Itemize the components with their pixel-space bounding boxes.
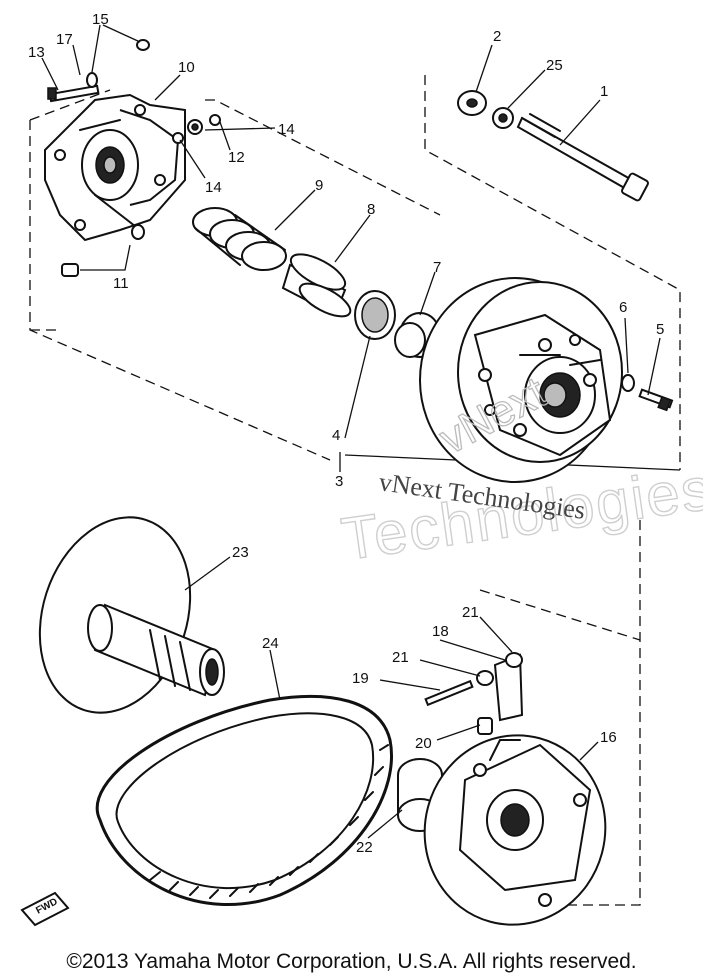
callout-23: 23 [232,544,249,561]
callout-16: 17 [56,31,73,48]
callout-22: 22 [356,839,373,856]
callout-25: 25 [546,57,563,74]
callout-9: 9 [315,177,323,194]
leader-lines [41,24,661,839]
callout-18: 18 [432,623,449,640]
small-hardware [47,39,221,277]
callout-17: 16 [600,729,617,746]
callout-11: 11 [113,275,129,292]
callout-1: 1 [600,83,608,100]
drive-belt [95,694,393,906]
callout-21b: 21 [462,604,479,621]
bushing-ring [354,290,396,340]
callout-19: 20 [415,735,432,752]
callout-14: 14 [278,121,295,138]
callout-12: 12 [228,149,245,166]
spider-housing [44,93,186,242]
callout-24: 24 [262,635,279,652]
callout-8: 8 [367,201,375,218]
secondary-sheave-assembly [423,734,607,926]
callout-6: 6 [619,299,627,316]
callout-2: 2 [493,28,501,45]
callout-13: 13 [28,44,45,61]
callout-10: 10 [178,59,195,76]
exploded-view-drawing: FWD 13 17 15 10 14 12 [20,11,703,927]
copyright-footer: ©2013 Yamaha Motor Corporation, U.S.A. A… [66,950,637,973]
callout-7: 7 [433,259,441,276]
callout-20: 19 [352,670,369,687]
callout-4: 4 [332,427,340,444]
callout-numbers: 13 17 15 10 14 12 14 9 8 7 11 4 3 6 5 2 … [28,11,664,856]
fwd-arrow-icon: FWD [20,891,70,927]
callout-5: 5 [656,321,664,338]
callout-3: 3 [335,473,343,490]
callout-15: 15 [92,11,109,28]
primary-sheave [419,277,623,483]
callout-21: 21 [392,649,409,666]
secondary-sheave [38,516,225,714]
sleeve [281,253,352,318]
side-bolt [621,374,674,412]
long-bolt [457,90,649,202]
cam-hardware [424,652,524,735]
callout-14b: 14 [205,179,222,196]
spring [192,207,287,271]
